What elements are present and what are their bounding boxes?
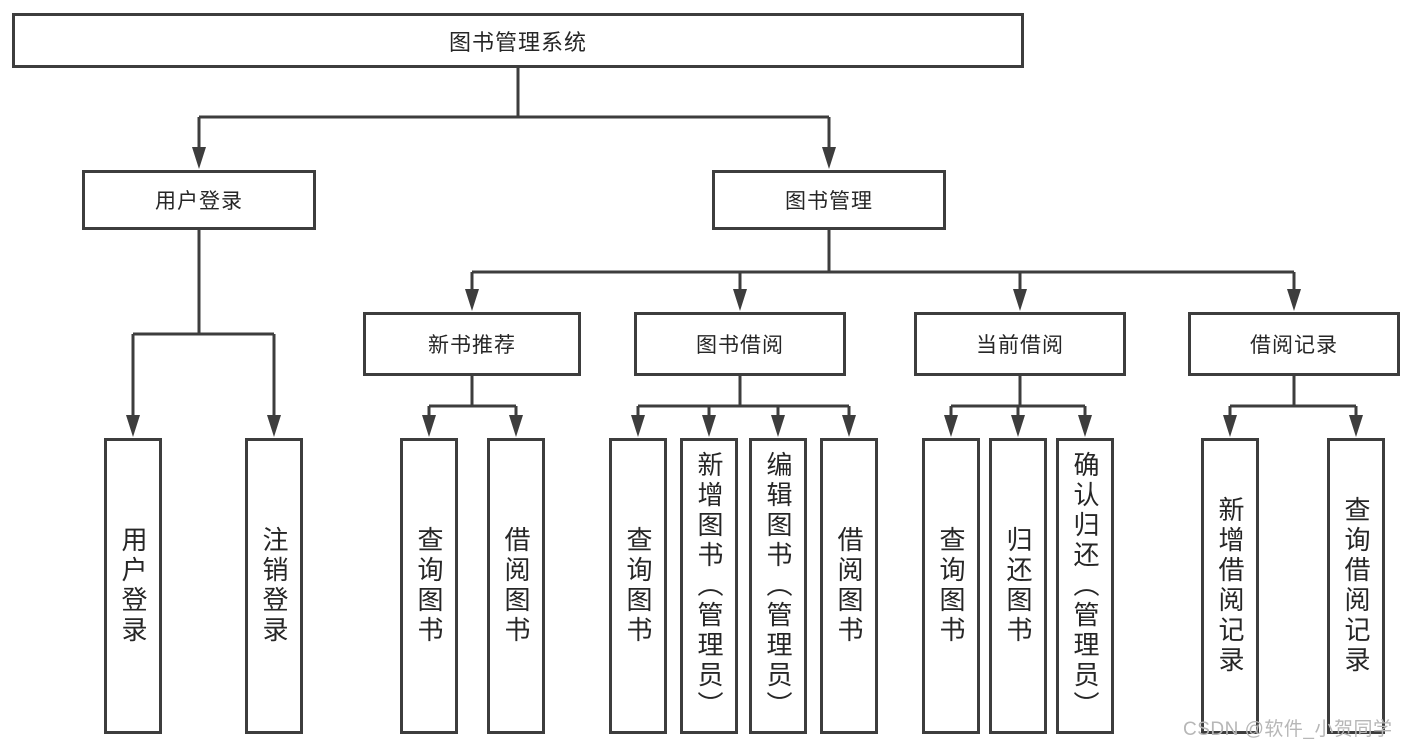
node-leaf-add-books-admin: 新增图书（管理员） xyxy=(680,438,738,734)
node-label: 确认归还（管理员） xyxy=(1070,451,1100,721)
node-user-login: 用户登录 xyxy=(82,170,316,230)
node-book-management: 图书管理 xyxy=(712,170,946,230)
node-label: 用户登录 xyxy=(118,526,148,646)
node-label: 借阅记录 xyxy=(1250,334,1338,357)
node-leaf-return-books: 归还图书 xyxy=(989,438,1047,734)
node-leaf-user-login: 用户登录 xyxy=(104,438,162,734)
node-label: 新增图书（管理员） xyxy=(694,451,724,721)
node-label: 用户登录 xyxy=(155,190,243,213)
connector-bookmgmt-to-level3 xyxy=(470,230,1296,292)
node-label: 归还图书 xyxy=(1003,526,1033,646)
node-label: 查询借阅记录 xyxy=(1341,496,1371,676)
node-leaf-edit-books-admin: 编辑图书（管理员） xyxy=(749,438,807,734)
node-leaf-query-borrow-record: 查询借阅记录 xyxy=(1327,438,1385,734)
node-label: 当前借阅 xyxy=(976,334,1064,357)
node-leaf-query-books-2: 查询图书 xyxy=(609,438,667,734)
node-leaf-borrow-books-2: 借阅图书 xyxy=(820,438,878,734)
node-book-borrowing: 图书借阅 xyxy=(634,312,846,376)
node-label: 查询图书 xyxy=(623,526,653,646)
node-leaf-borrow-books-1: 借阅图书 xyxy=(487,438,545,734)
node-label: 查询图书 xyxy=(414,526,444,646)
connector-current-to-children xyxy=(949,376,1087,418)
node-borrowing-records: 借阅记录 xyxy=(1188,312,1400,376)
arrowheads-level3 xyxy=(465,289,1301,311)
node-label: 新书推荐 xyxy=(428,334,516,357)
arrowheads-records-children xyxy=(1223,415,1363,437)
node-label: 借阅图书 xyxy=(501,526,531,646)
connector-login-to-children xyxy=(131,230,276,418)
node-label: 注销登录 xyxy=(259,526,289,646)
csdn-watermark: CSDN @软件_小贺同学 xyxy=(1183,719,1393,740)
arrowheads-level2 xyxy=(192,147,836,169)
node-label: 图书管理 xyxy=(785,190,873,213)
connector-records-to-children xyxy=(1228,376,1358,418)
node-leaf-add-borrow-record: 新增借阅记录 xyxy=(1201,438,1259,734)
node-label: 借阅图书 xyxy=(834,526,864,646)
arrowheads-borrow-children xyxy=(631,415,856,437)
connector-borrow-to-children xyxy=(636,376,851,418)
connector-root-to-level2 xyxy=(197,68,831,150)
arrowheads-login-children xyxy=(126,415,281,437)
node-leaf-logout: 注销登录 xyxy=(245,438,303,734)
node-label: 图书借阅 xyxy=(696,334,784,357)
node-leaf-confirm-return-admin: 确认归还（管理员） xyxy=(1056,438,1114,734)
node-label: 新增借阅记录 xyxy=(1215,496,1245,676)
node-new-book-recommend: 新书推荐 xyxy=(363,312,581,376)
connector-newbook-to-children xyxy=(427,376,518,418)
node-label: 查询图书 xyxy=(936,526,966,646)
node-library-management-system: 图书管理系统 xyxy=(12,13,1024,68)
node-current-borrowing: 当前借阅 xyxy=(914,312,1126,376)
arrowheads-current-children xyxy=(944,415,1092,437)
node-leaf-query-books-3: 查询图书 xyxy=(922,438,980,734)
node-label: 图书管理系统 xyxy=(448,29,587,55)
node-leaf-query-books-1: 查询图书 xyxy=(400,438,458,734)
node-label: 编辑图书（管理员） xyxy=(763,451,793,721)
arrowheads-newbook-children xyxy=(422,415,523,437)
